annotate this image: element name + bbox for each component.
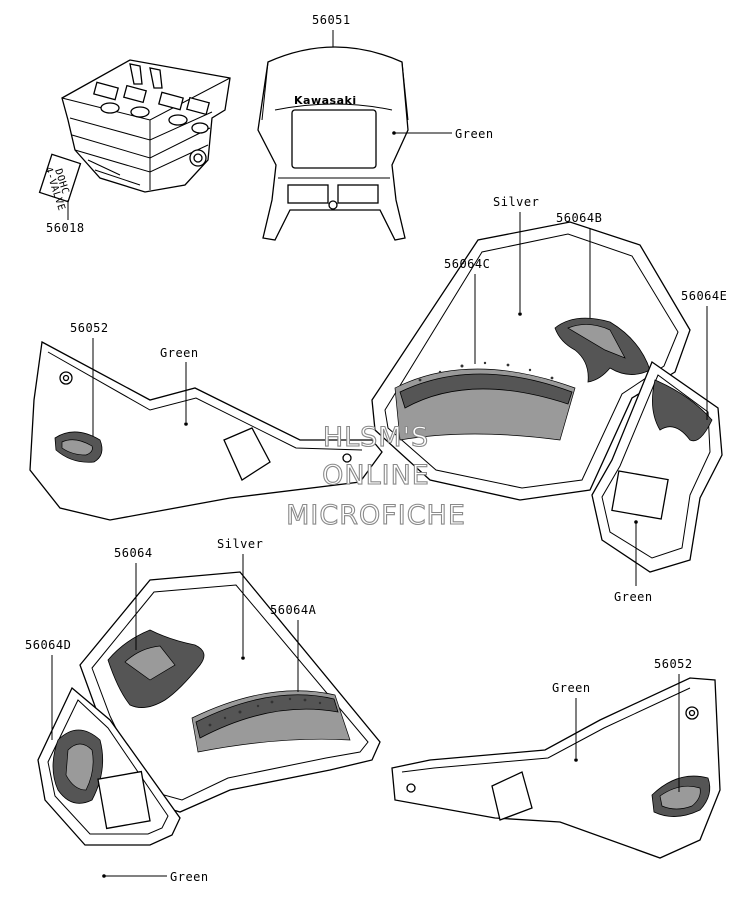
right-shroud: [371, 221, 691, 501]
right-side-cover: [29, 340, 383, 521]
label-56052-left: 56052: [654, 657, 693, 671]
label-right-cover-green: Green: [160, 346, 199, 360]
cylinder-head: [61, 59, 231, 193]
label-56064B: 56064B: [556, 211, 602, 225]
watermark-line-2: ONLINE: [322, 460, 430, 491]
kawasaki-logo: Kawasaki: [294, 94, 357, 107]
label-56064A: 56064A: [270, 603, 317, 617]
front-cowl: [257, 46, 409, 241]
right-tail-section: [591, 361, 723, 573]
label-left-cover-green: Green: [552, 681, 591, 695]
label-left-shroud-silver: Silver: [217, 537, 263, 551]
left-shroud: [79, 571, 381, 813]
watermark: HLSM'S ONLINE MICROFICHE: [286, 421, 466, 531]
watermark-line-3: MICROFICHE: [286, 500, 466, 531]
label-right-tail-green: Green: [614, 590, 653, 604]
left-stripe-specks: [208, 697, 322, 727]
label-cowl-green: Green: [455, 127, 494, 141]
label-right-shroud-silver: Silver: [493, 195, 539, 209]
dohc-decal: DOHC 4-VALVE: [38, 153, 82, 212]
label-left-tail-green: Green: [170, 870, 209, 884]
label-56064E: 56064E: [681, 289, 727, 303]
watermark-line-1: HLSM'S: [323, 422, 429, 453]
label-56051: 56051: [312, 13, 351, 27]
label-56064C: 56064C: [444, 257, 490, 271]
label-56064: 56064: [114, 546, 153, 560]
label-56018: 56018: [46, 221, 85, 235]
label-56052-right: 56052: [70, 321, 109, 335]
left-tail-section: [37, 686, 181, 846]
label-56064D: 56064D: [25, 638, 71, 652]
left-side-cover: [391, 677, 721, 859]
right-stripe-specks: [418, 361, 554, 382]
